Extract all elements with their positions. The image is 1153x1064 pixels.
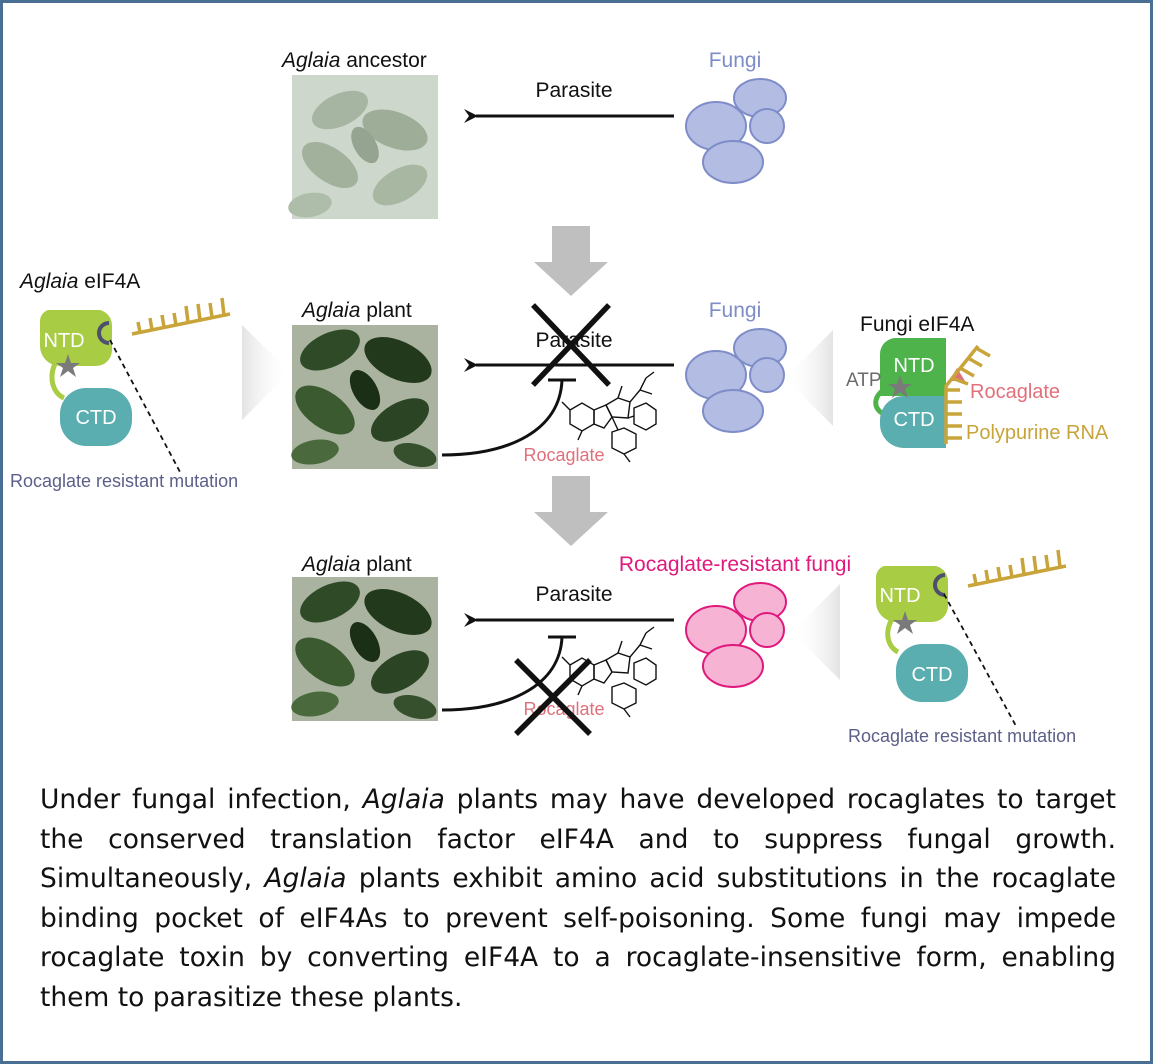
inhibition-x-icon-bottom — [514, 658, 592, 736]
bottom-ntd-domain — [875, 566, 949, 622]
bottom-inhibition-curve — [441, 636, 564, 712]
left-binding-pocket — [97, 321, 110, 345]
star-icon — [56, 354, 80, 377]
right-rocaglate-label: Rocaglate — [970, 381, 1060, 403]
resistant-fungi-cluster-icon — [685, 582, 787, 688]
left-rna-strand — [131, 297, 231, 336]
right-ctd-label: CTD — [893, 409, 934, 431]
right-protein-title: Fungi eIF4A — [860, 313, 974, 336]
left-mutation-pointer — [109, 339, 181, 473]
bottom-fungi-label: Rocaglate-resistant fungi — [619, 553, 851, 576]
bottom-ctd-label: CTD — [911, 664, 952, 686]
leaf-photo-ancestor — [288, 75, 438, 219]
bottom-binding-pocket — [933, 573, 946, 597]
bottom-ctd-domain — [896, 644, 968, 702]
leaf-photo-bottom — [291, 577, 438, 721]
right-rna-strand — [944, 344, 991, 444]
bottom-mutation-label: Rocaglate resistant mutation — [848, 726, 1076, 746]
bottom-chevron — [792, 584, 840, 680]
figure-caption: Under fungal infection, Aglaia plants ma… — [40, 780, 1116, 1017]
top-arrow-label: Parasite — [535, 79, 612, 102]
fungi-cluster-icon-middle — [685, 328, 787, 433]
right-rna-label: Polypurine RNA — [966, 422, 1109, 444]
right-star-icon — [888, 375, 912, 398]
top-fungi-label: Fungi — [709, 49, 762, 72]
middle-fungi-label: Fungi — [709, 299, 762, 322]
bottom-mutation-pointer — [943, 593, 1017, 727]
caption-italic-1: Aglaia — [362, 784, 445, 815]
top-plant-title: Aglaia ancestor — [280, 49, 427, 72]
caption-italic-2: Aglaia — [264, 863, 347, 894]
left-mutation-label: Rocaglate resistant mutation — [10, 471, 238, 491]
bottom-star-icon — [893, 611, 917, 634]
middle-inhibition-curve — [441, 379, 564, 457]
transition-arrow-2 — [534, 476, 608, 546]
right-chevron — [785, 330, 833, 426]
left-chevron — [242, 325, 290, 420]
middle-plant-title: Aglaia plant — [300, 299, 412, 322]
rocaglate-structure-icon-bottom — [561, 626, 657, 718]
bottom-rna-strand — [967, 549, 1067, 588]
left-ctd-domain — [60, 388, 132, 446]
right-ntd-domain — [880, 338, 946, 396]
left-ntd-label: NTD — [43, 330, 84, 352]
bottom-plant-title: Aglaia plant — [300, 553, 412, 576]
leaf-photo-middle — [291, 325, 438, 469]
left-ntd-domain — [39, 310, 113, 366]
caption-part-1: Under fungal infection, — [40, 784, 363, 815]
left-ctd-label: CTD — [75, 407, 116, 429]
transition-arrow-1 — [534, 226, 608, 296]
caption-part-2: plants may have developed rocaglates to … — [40, 784, 1116, 894]
rocaglate-structure-icon — [561, 371, 657, 463]
right-ctd-domain — [880, 396, 946, 448]
caption-part-3: plants exhibit amino acid substitutions … — [40, 863, 1117, 1013]
bottom-arrow-label: Parasite — [535, 583, 612, 606]
inhibition-x-icon — [531, 303, 611, 387]
right-atp-label: ATP — [846, 370, 882, 391]
fungi-cluster-icon — [685, 78, 787, 184]
bottom-ntd-label: NTD — [879, 585, 920, 607]
middle-rocaglate-label: Rocaglate — [523, 445, 604, 465]
left-protein-title: Aglaia eIF4A — [18, 270, 140, 293]
right-ntd-label: NTD — [893, 355, 934, 377]
